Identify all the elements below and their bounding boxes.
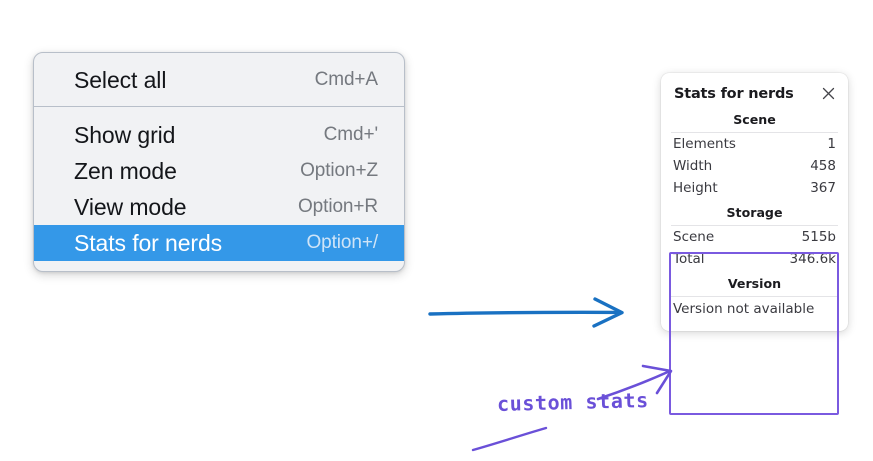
section-divider (671, 132, 838, 133)
menu-item-show-grid[interactable]: Show grid Cmd+' (34, 117, 404, 153)
stat-row: Total 346.6k (661, 248, 848, 270)
menu-item-shortcut: Option+Z (300, 160, 378, 181)
section-version: Version Version not available (661, 270, 848, 319)
menu-separator (34, 106, 404, 107)
section-divider (671, 225, 838, 226)
section-heading: Version (727, 276, 782, 291)
section-storage: Storage Scene 515b Total 346.6k (661, 199, 848, 270)
stat-value: 346.6k (789, 251, 836, 267)
purple-underline-stroke (471, 426, 548, 452)
canvas-context-menu[interactable]: Select all Cmd+A Show grid Cmd+' Zen mod… (33, 52, 405, 272)
stats-for-nerds-panel: Stats for nerds Scene Elements 1 Width 4… (661, 73, 848, 331)
menu-item-shortcut: Option+/ (306, 232, 378, 253)
close-icon[interactable] (820, 85, 837, 102)
menu-item-label: Zen mode (74, 157, 177, 184)
stat-value: 458 (810, 158, 836, 174)
menu-item-zen-mode[interactable]: Zen mode Option+Z (34, 153, 404, 189)
menu-item-shortcut: Cmd+A (314, 69, 378, 90)
stat-label: Width (673, 158, 713, 174)
menu-item-label: Select all (74, 66, 167, 93)
stat-label: Height (673, 180, 718, 196)
stat-row: Scene 515b (661, 226, 848, 248)
section-divider (671, 296, 838, 297)
menu-item-label: View mode (74, 193, 187, 220)
menu-group-1: Select all Cmd+A (34, 53, 404, 106)
stat-row: Height 367 (661, 177, 848, 199)
menu-item-label: Show grid (74, 121, 176, 148)
stat-value: 1 (827, 136, 836, 152)
blue-arrow (428, 297, 624, 328)
stat-value: 367 (810, 180, 836, 196)
menu-group-2: Show grid Cmd+' Zen mode Option+Z View m… (34, 107, 404, 271)
stat-label: Elements (673, 136, 736, 152)
panel-title: Stats for nerds (674, 85, 794, 102)
menu-item-view-mode[interactable]: View mode Option+R (34, 189, 404, 225)
menu-item-label: Stats for nerds (74, 229, 223, 256)
stat-value: 515b (801, 229, 836, 245)
stat-label: Total (673, 251, 705, 267)
menu-item-stats-for-nerds[interactable]: Stats for nerds Option+/ (34, 225, 404, 261)
stat-label: Scene (673, 229, 715, 245)
menu-item-shortcut: Cmd+' (323, 124, 378, 145)
menu-item-shortcut: Option+R (298, 196, 378, 217)
stat-row: Elements 1 (661, 133, 848, 155)
version-text: Version not available (673, 301, 815, 317)
section-heading: Storage (726, 205, 783, 220)
custom-stats-annotation-label: custom stats (496, 388, 649, 416)
stat-row: Width 458 (661, 155, 848, 177)
section-heading: Scene (733, 112, 776, 127)
section-scene: Scene Elements 1 Width 458 Height 367 (661, 106, 848, 199)
menu-item-select-all[interactable]: Select all Cmd+A (34, 62, 404, 98)
panel-header: Stats for nerds (661, 83, 848, 106)
